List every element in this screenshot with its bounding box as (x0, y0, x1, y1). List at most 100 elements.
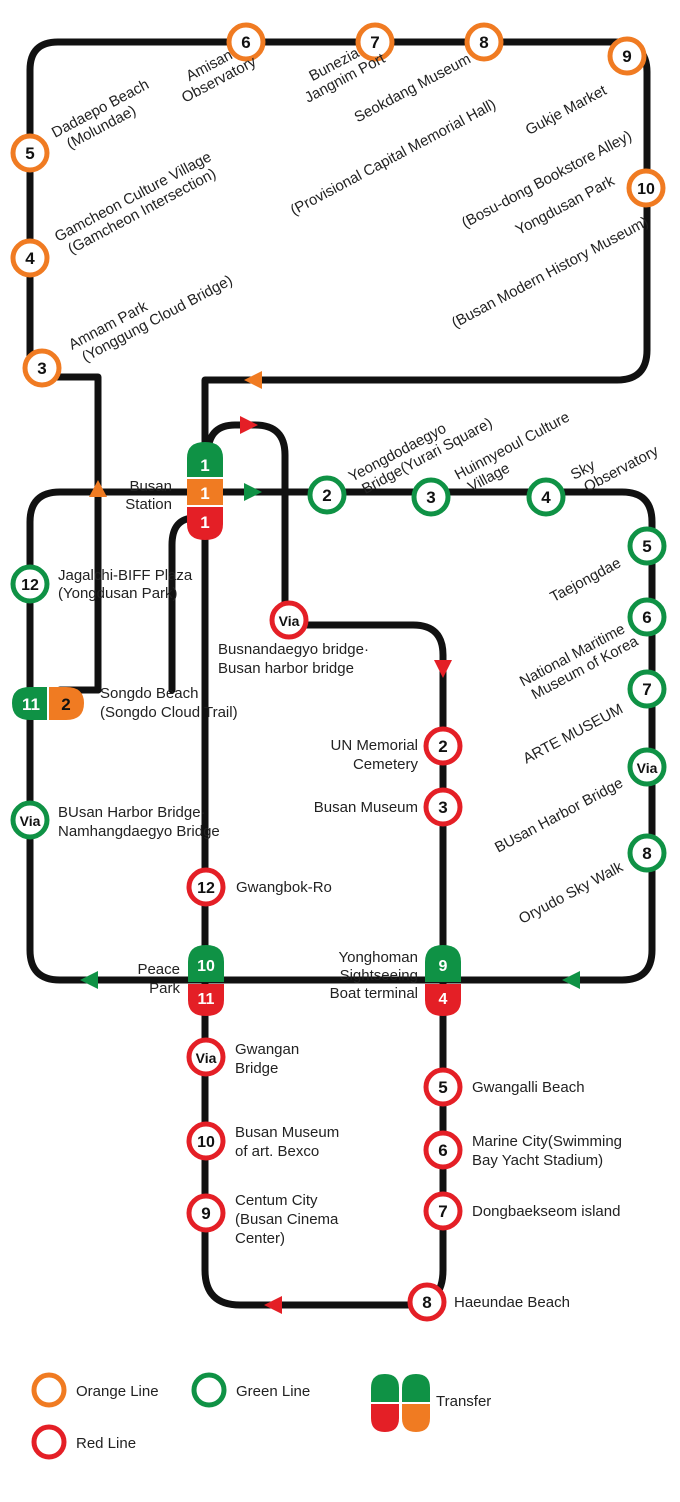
svg-text:4: 4 (541, 488, 551, 507)
svg-text:8: 8 (479, 33, 488, 52)
direction-arrow-icon (244, 483, 262, 501)
svg-text:11: 11 (22, 695, 40, 714)
svg-text:12: 12 (21, 577, 39, 594)
direction-arrow-icon (562, 971, 580, 989)
green-8-label: Oryudo Sky Walk (516, 858, 626, 927)
green-station-8[interactable]: 8 (627, 833, 667, 873)
orange-station-5[interactable]: 5 (10, 133, 50, 173)
green-station-4[interactable]: 4 (526, 477, 566, 517)
red-line-track (201, 421, 447, 1309)
transfer-busan-station[interactable]: 1 1 1 (187, 442, 223, 540)
green-station-6[interactable]: 6 (627, 597, 667, 637)
green-station-via-east[interactable]: Via (627, 747, 667, 787)
svg-text:Orange Line: Orange Line (76, 1383, 159, 1400)
svg-text:7: 7 (370, 33, 379, 52)
svg-text:6: 6 (241, 33, 250, 52)
svg-text:11: 11 (198, 991, 215, 1008)
svg-text:4: 4 (439, 991, 448, 1008)
red-station-via-harbor[interactable]: Via (269, 600, 309, 640)
red-station-6[interactable]: 6 (423, 1130, 463, 1170)
svg-text:8: 8 (642, 844, 651, 863)
svg-text:5: 5 (438, 1078, 447, 1097)
green-12-label: Jagalchi-BIFF Plaza(Yongdusan Park) (58, 567, 193, 602)
green-7-label: ARTE MUSEUM (520, 701, 626, 768)
green-station-2[interactable]: 2 (307, 475, 347, 515)
green-station-7[interactable]: 7 (627, 669, 667, 709)
svg-text:6: 6 (642, 608, 651, 627)
svg-text:Via: Via (196, 1050, 217, 1066)
green-via-west-label: BUsan Harbor Bridge·Namhangdaegyo Bridge (58, 804, 220, 840)
svg-text:6: 6 (438, 1141, 447, 1160)
red-12-label: Gwangbok-Ro (236, 879, 332, 896)
red-station-2[interactable]: 2 (423, 726, 463, 766)
red-station-9[interactable]: 9 (186, 1193, 226, 1233)
direction-arrow-icon (244, 371, 262, 389)
red-5-label: Gwangalli Beach (472, 1079, 585, 1096)
orange-9-label: Gukje Market(Bosu-dong Bookstore Alley) (434, 82, 634, 232)
transfer-peace-park[interactable]: 10 11 (188, 945, 224, 1016)
orange-line-track-spur (56, 514, 199, 694)
orange-line-icon (31, 1372, 67, 1408)
svg-text:1: 1 (200, 484, 209, 503)
red-station-via-gwangan[interactable]: Via (186, 1037, 226, 1077)
green-station-via-west[interactable]: Via (10, 800, 50, 840)
green-6-label: National MaritimeMuseum of Korea (517, 617, 642, 705)
orange-station-9[interactable]: 9 (607, 36, 647, 76)
legend-red: Red Line (31, 1424, 136, 1460)
svg-text:5: 5 (25, 144, 34, 163)
legend: Orange Line Green Line Red Line Transfer (31, 1372, 491, 1460)
orange-station-6[interactable]: 6 (226, 22, 266, 62)
orange-station-3[interactable]: 3 (22, 348, 62, 388)
svg-text:Red Line: Red Line (76, 1435, 136, 1452)
svg-text:Green Line: Green Line (236, 1383, 310, 1400)
green-station-3[interactable]: 3 (411, 477, 451, 517)
direction-arrow-icon (80, 971, 98, 989)
svg-text:3: 3 (37, 359, 46, 378)
green-station-5[interactable]: 5 (627, 526, 667, 566)
direction-arrow-icon (240, 416, 258, 434)
orange-station-7[interactable]: 7 (355, 22, 395, 62)
green-4-label: SkyObservatory (568, 427, 662, 498)
svg-text:12: 12 (197, 880, 215, 897)
red-station-8[interactable]: 8 (407, 1282, 447, 1322)
red-station-7[interactable]: 7 (423, 1191, 463, 1231)
direction-arrow-icon (89, 480, 107, 497)
red-station-12[interactable]: 12 (186, 867, 226, 907)
orange-8-label: Seokdang Museum(Provisional Capital Memo… (263, 50, 499, 219)
direction-arrow-icon (434, 660, 452, 678)
red-station-5[interactable]: 5 (423, 1067, 463, 1107)
legend-green: Green Line (191, 1372, 310, 1408)
orange-station-8[interactable]: 8 (464, 22, 504, 62)
red-via-harbor-label: Busnandaegyo bridge·Busan harbor bridge (218, 641, 369, 677)
green-5-label: Taejongdae (547, 555, 623, 606)
direction-arrow-icon (264, 1296, 282, 1314)
svg-text:9: 9 (201, 1204, 210, 1223)
red-station-3[interactable]: 3 (423, 787, 463, 827)
orange-station-4[interactable]: 4 (10, 238, 50, 278)
transfer-icon (371, 1374, 430, 1432)
orange-station-10[interactable]: 10 (626, 168, 666, 208)
svg-text:2: 2 (61, 695, 70, 714)
svg-text:2: 2 (438, 737, 447, 756)
red-8-label: Haeundae Beach (454, 1294, 570, 1311)
svg-text:9: 9 (439, 958, 448, 975)
red-station-10[interactable]: 10 (186, 1121, 226, 1161)
legend-orange: Orange Line (31, 1372, 159, 1408)
transfer-yonghoman-terminal[interactable]: 9 4 (425, 945, 461, 1016)
green-line-icon (191, 1372, 227, 1408)
transfer-songdo-beach[interactable]: 11 2 (12, 687, 84, 720)
svg-text:4: 4 (25, 249, 35, 268)
svg-text:2: 2 (322, 486, 331, 505)
svg-text:5: 5 (642, 537, 651, 556)
green-station-12[interactable]: 12 (10, 564, 50, 604)
svg-text:Via: Via (20, 813, 41, 829)
svg-text:1: 1 (200, 513, 209, 532)
green-line-track (26, 488, 656, 984)
svg-text:3: 3 (426, 488, 435, 507)
red-7-label: Dongbaekseom island (472, 1203, 620, 1220)
